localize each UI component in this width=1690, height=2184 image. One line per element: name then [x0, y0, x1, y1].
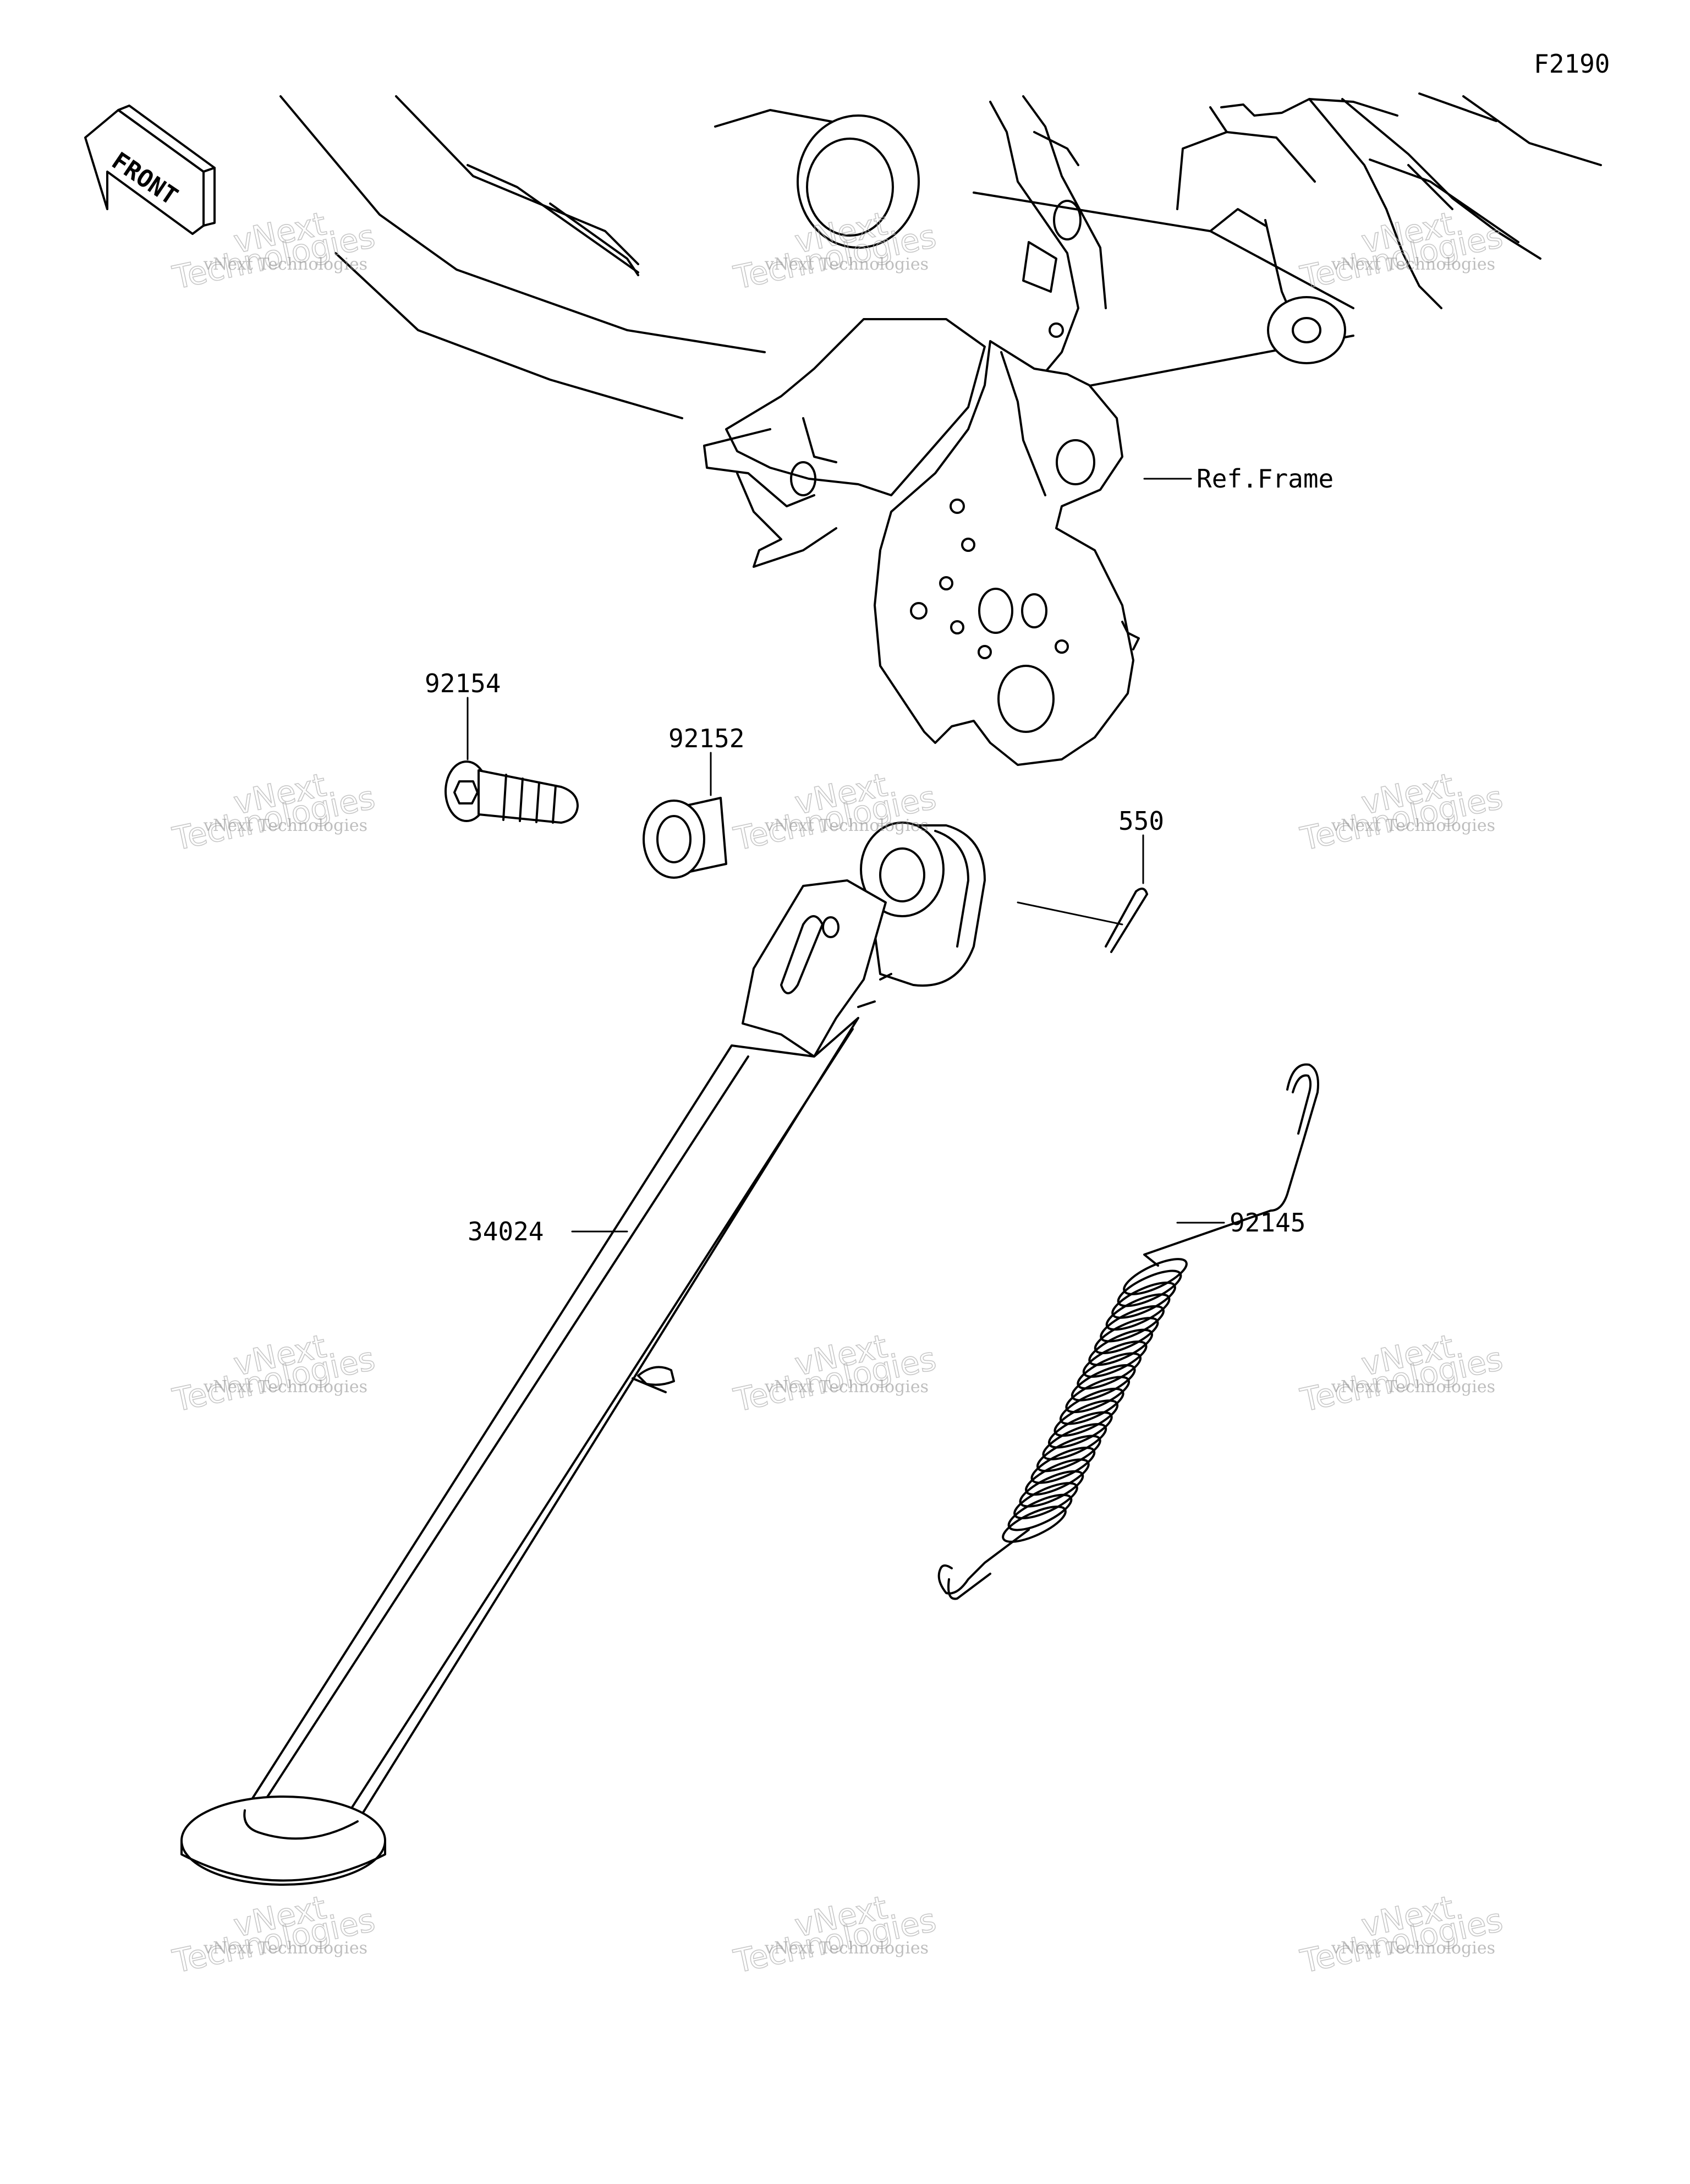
svg-text:vNext Technologies: vNext Technologies [764, 1939, 929, 1958]
frame-assembly [279, 92, 1602, 766]
part-number-92154: 92154 [425, 669, 501, 698]
svg-text:vNext Technologies: vNext Technologies [203, 255, 367, 274]
part-number-34024: 34024 [468, 1217, 544, 1246]
svg-text:vNext Technologies: vNext Technologies [764, 255, 929, 274]
spring-coil [1002, 1506, 1067, 1543]
part-550-cotter-pin [1105, 888, 1148, 953]
svg-text:vNext Technologies: vNext Technologies [1331, 1377, 1495, 1397]
svg-text:vNext Technologies: vNext Technologies [203, 1939, 367, 1958]
svg-text:vNext Technologies: vNext Technologies [203, 816, 367, 835]
svg-text:vNext Technologies: vNext Technologies [1331, 255, 1495, 274]
part-92154-bolt [445, 760, 579, 824]
leader-550 [1017, 901, 1123, 926]
svg-text:vNext Technologies: vNext Technologies [1331, 816, 1495, 835]
svg-text:vNext Technologies: vNext Technologies [764, 816, 929, 835]
part-number-92152: 92152 [668, 724, 744, 753]
part-92152-collar [643, 797, 727, 879]
svg-text:vNext Technologies: vNext Technologies [764, 1377, 929, 1397]
ref-frame-label: Ref.Frame [1197, 464, 1334, 494]
svg-text:vNext Technologies: vNext Technologies [203, 1377, 367, 1397]
part-number-550: 550 [1118, 806, 1164, 836]
part-34024-side-stand [180, 822, 986, 1886]
part-number-92145: 92145 [1230, 1208, 1305, 1238]
svg-text:vNext Technologies: vNext Technologies [1331, 1939, 1495, 1958]
part-92145-spring [937, 1063, 1319, 1600]
spring-coils [1002, 1258, 1188, 1543]
front-arrow-icon: FRONT [84, 105, 216, 235]
figure-code: F2190 [1534, 49, 1610, 79]
